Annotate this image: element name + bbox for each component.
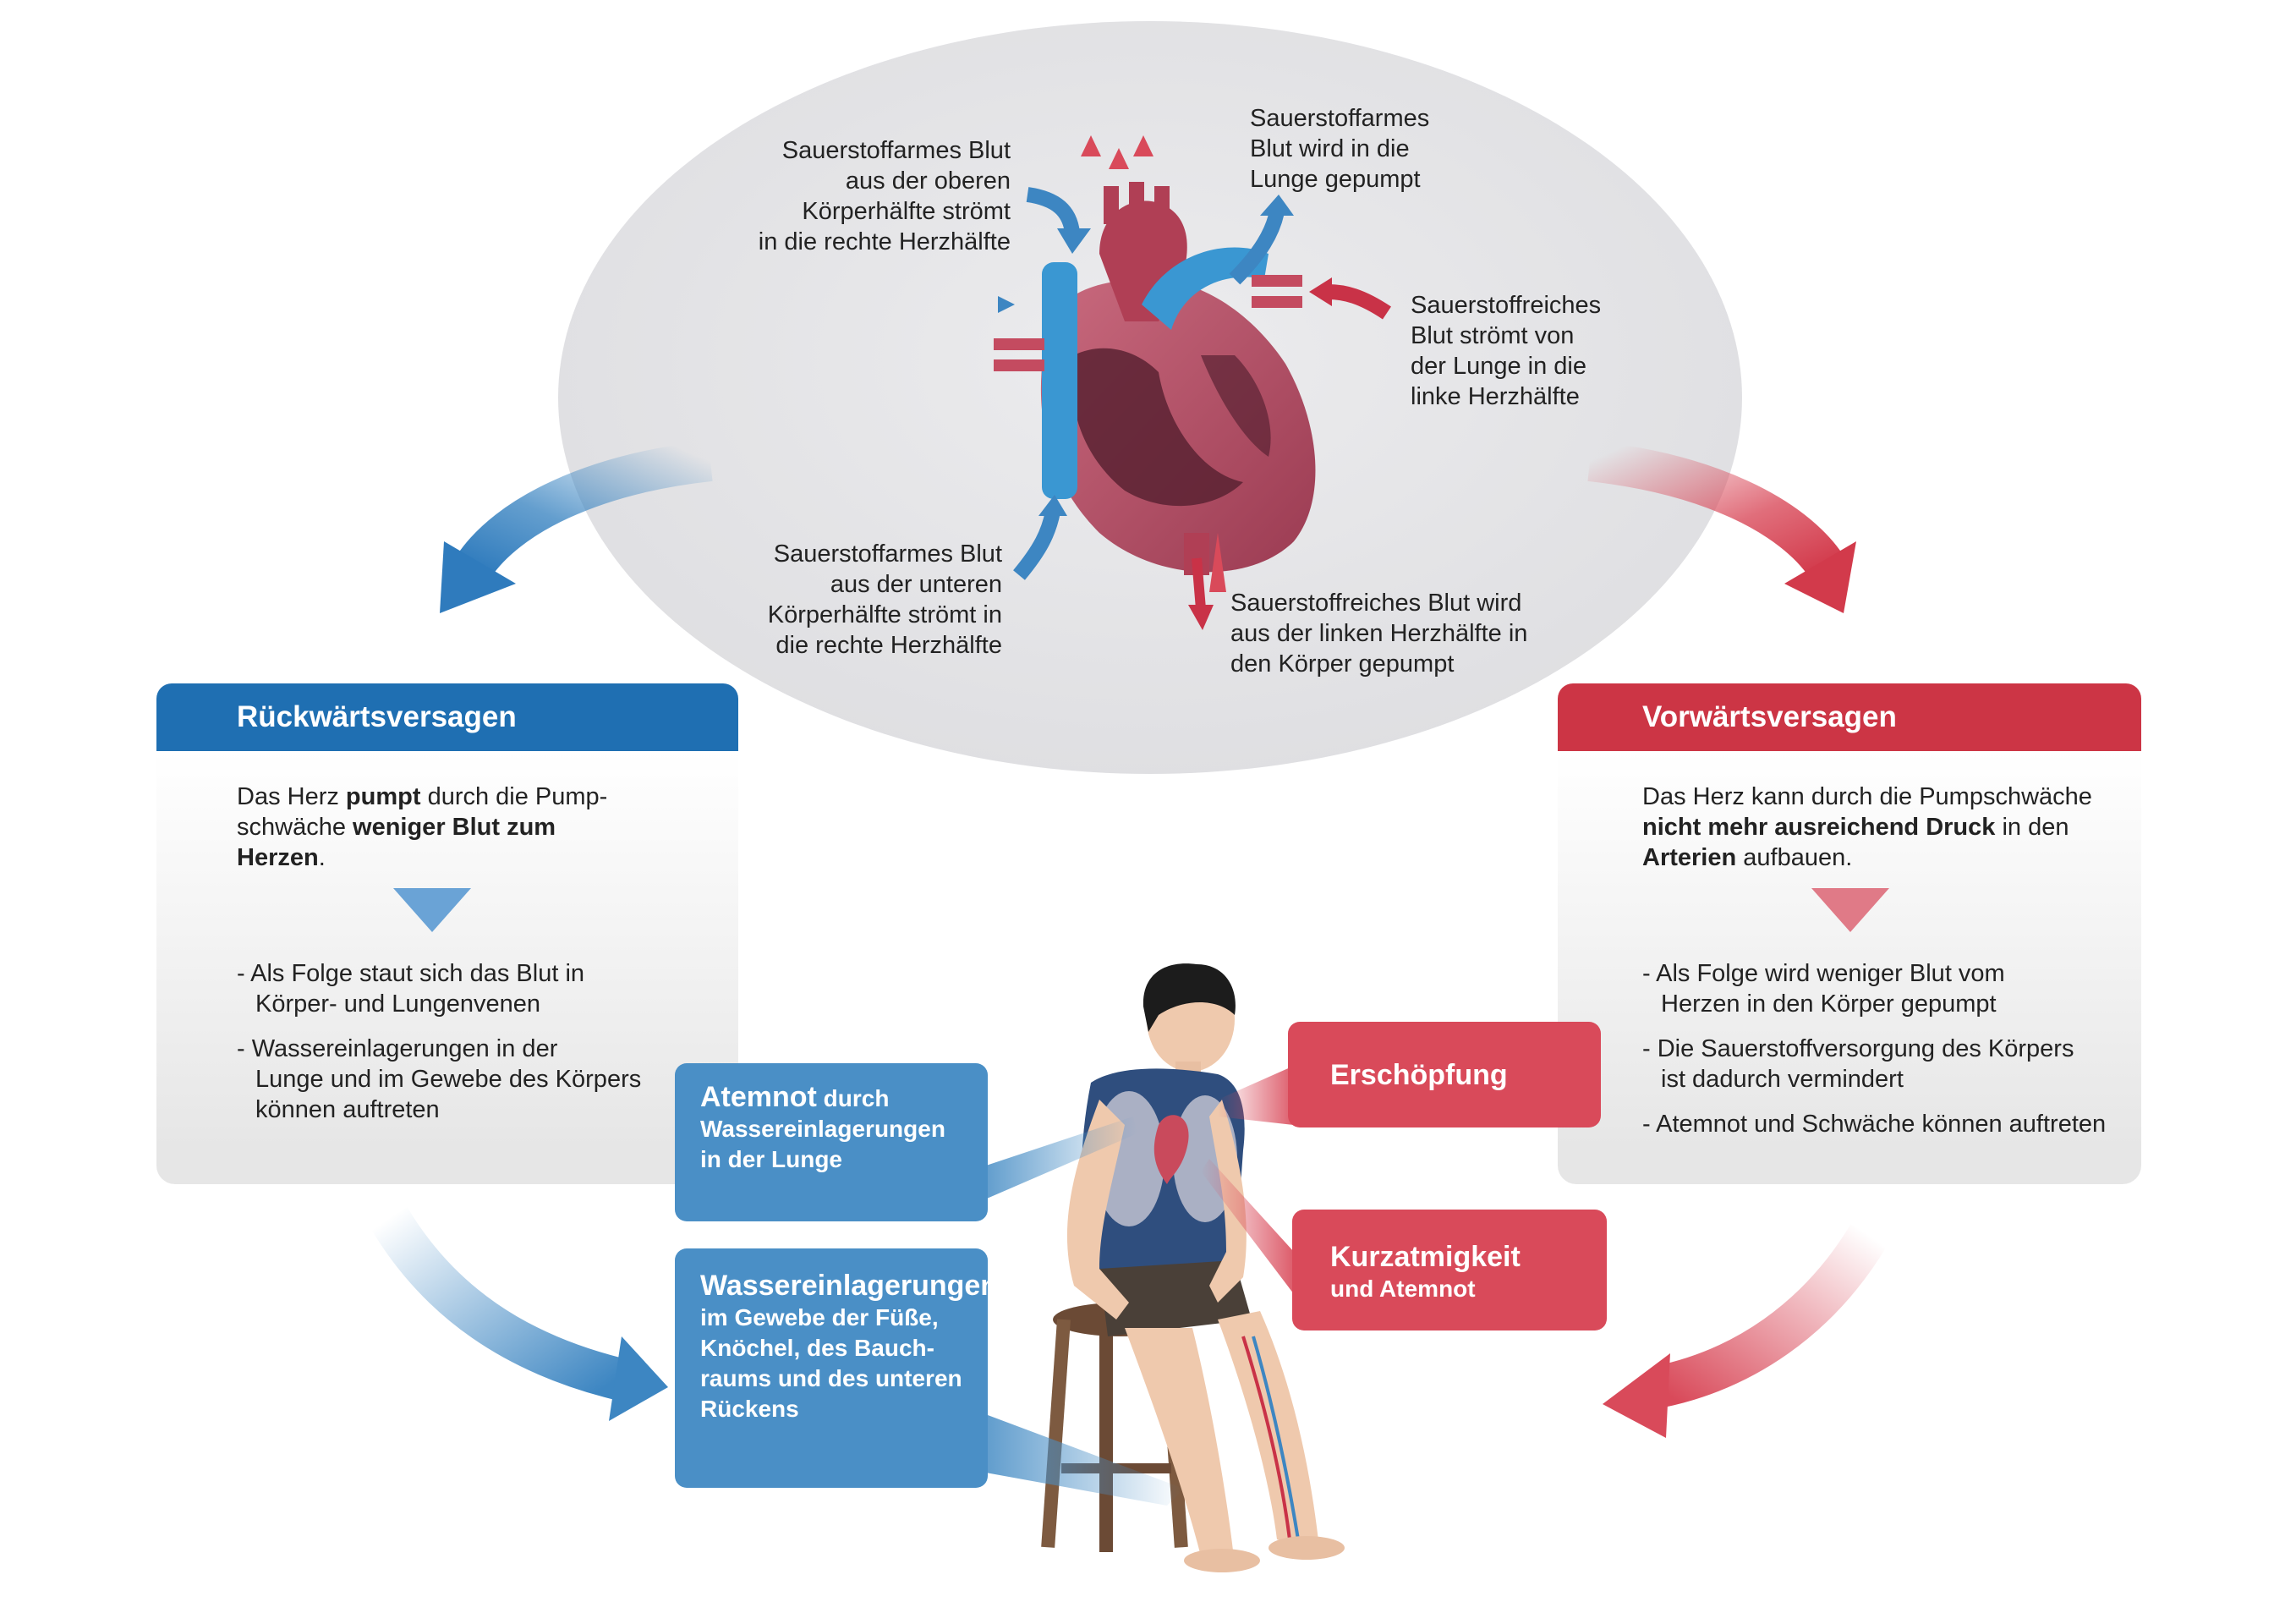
arrow-to-body bbox=[1188, 557, 1214, 630]
intro-line: Das Herz pumpt durch die Pump- bbox=[237, 782, 710, 812]
callout-text: Knöchel, des Bauch- bbox=[700, 1335, 934, 1361]
consequence-line: Körper- und Lungenvenen bbox=[255, 990, 540, 1018]
label-to-body: Sauerstoffreiches Blut wird aus der link… bbox=[1230, 588, 1569, 679]
consequence-item: - Als Folge wird weniger Blut vom Herzen… bbox=[1642, 958, 2133, 1019]
callout-erschoepfung: Erschöpfung bbox=[1288, 1022, 1601, 1127]
callout-title: Erschöpfung bbox=[1330, 1058, 1508, 1091]
consequence-item: - Atemnot und Schwäche können auftreten bbox=[1642, 1109, 2133, 1139]
consequence-line: - Als Folge wird weniger Blut vom bbox=[1642, 960, 2005, 987]
consequence-item: - Als Folge staut sich das Blut in Körpe… bbox=[237, 958, 710, 1019]
label-to-lungs: Sauerstoffarmes Blut wird in die Lunge g… bbox=[1250, 103, 1504, 195]
connector-kurz bbox=[1201, 1159, 1294, 1294]
label-line: aus der linken Herzhälfte in bbox=[1230, 620, 1528, 647]
label-line: aus der oberen bbox=[845, 167, 1011, 195]
label-line: Sauerstoffreiches bbox=[1411, 292, 1602, 319]
consequence-line: ist dadurch vermindert bbox=[1661, 1066, 1904, 1093]
backward-failure-header: Rückwärtsversagen bbox=[156, 683, 738, 751]
arrow-to-edema-callout bbox=[370, 1206, 668, 1421]
callout-kurzatmigkeit: Kurzatmigkeit und Atemnot bbox=[1292, 1210, 1607, 1330]
intro-line: Arterien aufbauen. bbox=[1642, 842, 2133, 873]
callout-title: Atemnot bbox=[700, 1081, 817, 1113]
callout-text: im Gewebe der Füße, bbox=[700, 1304, 939, 1330]
consequence-line: - Wassereinlagerungen in der bbox=[237, 1035, 558, 1062]
arrow-upper-venous-inflow bbox=[1026, 187, 1091, 254]
label-from-lungs: Sauerstoffreiches Blut strömt von der Lu… bbox=[1411, 290, 1681, 412]
intro-text: aufbauen. bbox=[1736, 844, 1853, 871]
label-line: Sauerstoffreiches Blut wird bbox=[1230, 590, 1522, 617]
arrow-from-lungs bbox=[1309, 277, 1391, 320]
callout-atemnot: Atemnot durch Wassereinlagerungen in der… bbox=[675, 1063, 988, 1221]
connector-wasser bbox=[981, 1413, 1184, 1506]
intro-bold: weniger Blut zum bbox=[353, 814, 556, 841]
intro-bold: nicht mehr ausreichend Druck bbox=[1642, 814, 1996, 841]
callout-text: in der Lunge bbox=[700, 1146, 842, 1172]
down-triangle-icon bbox=[393, 888, 471, 932]
backward-failure-body: Das Herz pumpt durch die Pump- schwäche … bbox=[156, 751, 738, 1184]
label-line: Sauerstoffarmes bbox=[1250, 105, 1430, 132]
consequence-item: - Die Sauerstoffversorgung des Körpers i… bbox=[1642, 1034, 2133, 1095]
label-line: der Lunge in die bbox=[1411, 353, 1586, 380]
label-lower-venous: Sauerstoffarmes Blut aus der unteren Kör… bbox=[719, 539, 1002, 661]
consequence-item: - Wassereinlagerungen in der Lunge und i… bbox=[237, 1034, 710, 1125]
callout-wassereinlagerungen: Wassereinlagerungen im Gewebe der Füße, … bbox=[675, 1248, 999, 1488]
forward-failure-consequences: - Als Folge wird weniger Blut vom Herzen… bbox=[1642, 958, 2133, 1154]
consequence-line: können auftreten bbox=[255, 1096, 440, 1123]
intro-text: durch die Pump- bbox=[420, 783, 608, 810]
arrow-to-forward-failure bbox=[1587, 441, 1856, 613]
backward-failure-intro: Das Herz pumpt durch die Pump- schwäche … bbox=[237, 782, 710, 873]
intro-line: Das Herz kann durch die Pumpschwäche bbox=[1642, 783, 2092, 810]
callout-text: durch bbox=[816, 1085, 890, 1111]
label-line: Körperhälfte strömt bbox=[802, 198, 1011, 225]
label-line: Sauerstoffarmes Blut bbox=[773, 540, 1002, 568]
connector-atemnot bbox=[981, 1116, 1137, 1201]
intro-line: schwäche weniger Blut zum bbox=[237, 812, 710, 842]
intro-bold: pumpt bbox=[345, 783, 421, 810]
consequence-line: - Atemnot und Schwäche können auftreten bbox=[1642, 1111, 2107, 1138]
consequence-line: - Die Sauerstoffversorgung des Körpers bbox=[1642, 1035, 2074, 1062]
forward-failure-intro: Das Herz kann durch die Pumpschwäche nic… bbox=[1642, 782, 2133, 873]
label-line: Blut wird in die bbox=[1250, 135, 1410, 162]
consequence-line: Lunge und im Gewebe des Körpers bbox=[255, 1066, 642, 1093]
intro-line: nicht mehr ausreichend Druck in den bbox=[1642, 812, 2133, 842]
intro-text: schwäche bbox=[237, 814, 353, 841]
label-upper-venous: Sauerstoffarmes Blut aus der oberen Körp… bbox=[727, 135, 1011, 257]
label-line: die rechte Herzhälfte bbox=[775, 632, 1002, 659]
label-line: Lunge gepumpt bbox=[1250, 166, 1421, 193]
arrow-lower-venous-inflow bbox=[1013, 495, 1067, 580]
intro-text: . bbox=[318, 844, 326, 871]
callout-text: raums und des unteren bbox=[700, 1365, 962, 1391]
callout-text: Wassereinlagerungen bbox=[700, 1116, 945, 1142]
label-line: Körperhälfte strömt in bbox=[767, 601, 1002, 628]
arrow-to-lungs bbox=[1229, 195, 1294, 285]
intro-line: Herzen. bbox=[237, 842, 710, 873]
arrow-to-shortness-callout bbox=[1603, 1223, 1888, 1438]
callout-title: Wassereinlagerungen bbox=[700, 1270, 999, 1302]
consequence-line: Herzen in den Körper gepumpt bbox=[1661, 990, 1997, 1018]
down-triangle-icon bbox=[1811, 888, 1889, 932]
intro-bold: Arterien bbox=[1642, 844, 1737, 871]
arrow-to-backward-failure bbox=[440, 441, 713, 613]
label-line: in die rechte Herzhälfte bbox=[758, 228, 1011, 255]
label-line: aus der unteren bbox=[830, 571, 1002, 598]
callout-text: und Atemnot bbox=[1330, 1276, 1476, 1302]
backward-failure-consequences: - Als Folge staut sich das Blut in Körpe… bbox=[237, 958, 710, 1139]
intro-bold: Herzen bbox=[237, 844, 319, 871]
label-line: den Körper gepumpt bbox=[1230, 650, 1455, 678]
label-line: linke Herzhälfte bbox=[1411, 383, 1580, 410]
intro-text: in den bbox=[1995, 814, 2069, 841]
callout-title: Kurzatmigkeit bbox=[1330, 1241, 1521, 1273]
consequence-line: - Als Folge staut sich das Blut in bbox=[237, 960, 585, 987]
label-line: Blut strömt von bbox=[1411, 322, 1575, 349]
label-line: Sauerstoffarmes Blut bbox=[781, 137, 1011, 164]
connector-erschoepfung bbox=[1218, 1066, 1294, 1125]
forward-failure-header: Vorwärtsversagen bbox=[1558, 683, 2141, 751]
intro-text: Das Herz bbox=[237, 783, 346, 810]
forward-failure-body: Das Herz kann durch die Pumpschwäche nic… bbox=[1558, 751, 2141, 1184]
callout-text: Rückens bbox=[700, 1396, 799, 1422]
